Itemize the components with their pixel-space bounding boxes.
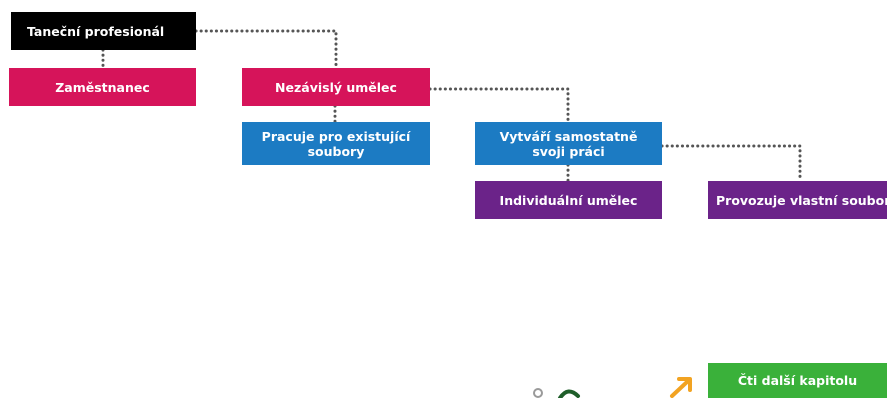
- node-independent-artist: Nezávislý umělec: [242, 68, 430, 106]
- node-employee: Zaměstnanec: [9, 68, 196, 106]
- next-chapter-button[interactable]: Čti další kapitolu: [708, 363, 887, 398]
- node-creates-own: Vytváří samostatně svoji práci: [475, 122, 662, 165]
- node-runs-own-ensemble: Provozuje vlastní soubor: [708, 181, 887, 219]
- connector-creates-ensemble: [660, 144, 802, 183]
- node-works-for-existing: Pracuje pro existující soubory: [242, 122, 430, 165]
- connector-independent-creates: [428, 87, 570, 124]
- connector-root-independent: [194, 29, 338, 70]
- node-individual-artist: Individuální umělec: [475, 181, 662, 219]
- node-dance-professional: Taneční profesionál: [11, 12, 196, 50]
